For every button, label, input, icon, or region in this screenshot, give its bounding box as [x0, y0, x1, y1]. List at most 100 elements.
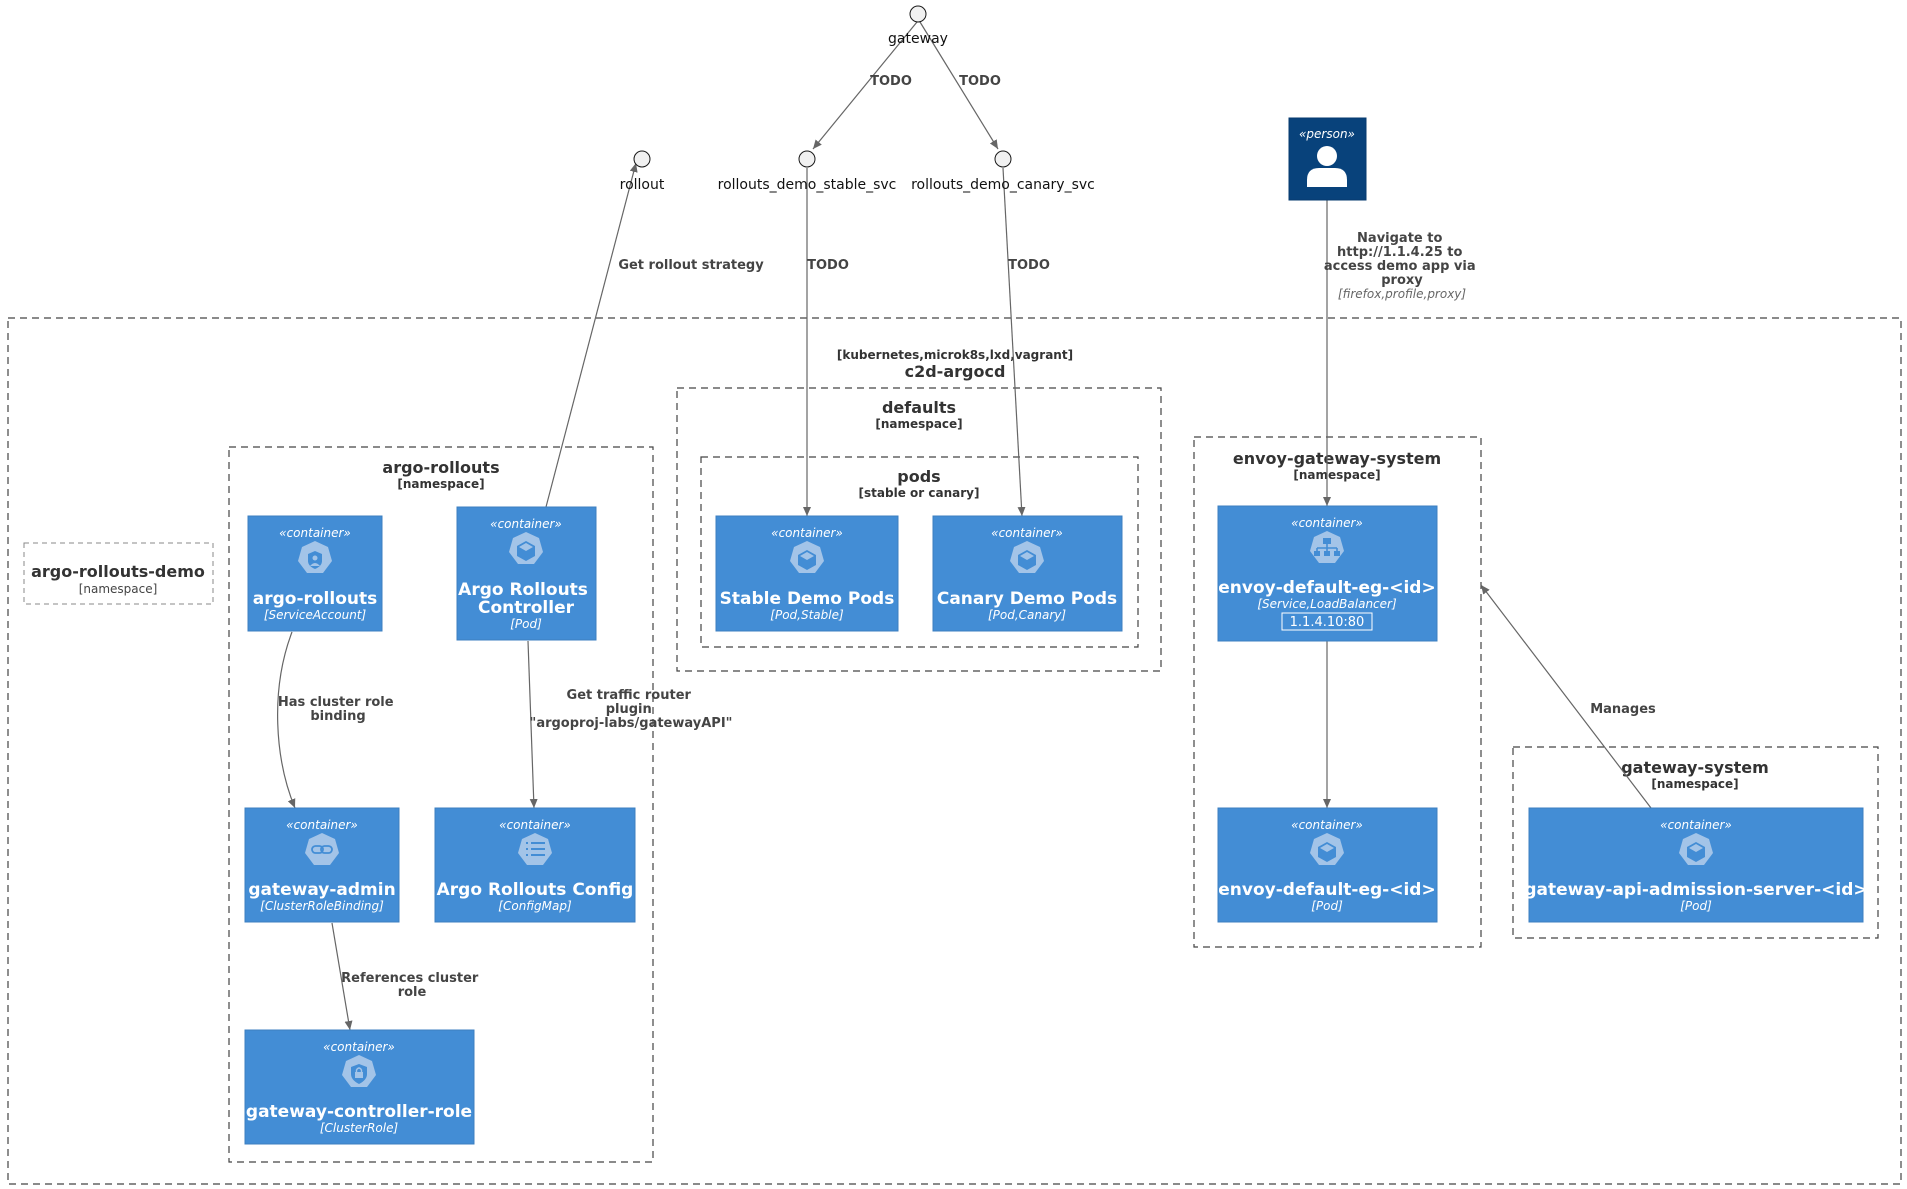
edge-labels: TODO TODO TODO TODO Get rollout strategy…	[278, 74, 1656, 1000]
container-type: [ClusterRole]	[320, 1121, 399, 1135]
container-stereotype: «container»	[1291, 516, 1363, 530]
container-type: [ConfigMap]	[498, 899, 572, 913]
boundary-subtitle: [namespace]	[1651, 777, 1738, 791]
edge-label-traffic-router: Get traffic router plugin "argoproj-labs…	[530, 688, 733, 731]
interface-label: gateway	[888, 31, 948, 47]
container-name: Canary Demo Pods	[937, 589, 1117, 609]
container-type: [Pod]	[1680, 899, 1712, 913]
person-stereotype: «person»	[1299, 127, 1355, 141]
container-name: Stable Demo Pods	[720, 589, 895, 609]
boundary-title: c2d-argocd	[905, 362, 1006, 381]
container-type: [ClusterRoleBinding]	[260, 899, 384, 913]
container-stable-demo-pods[interactable]: «container» Stable Demo Pods [Pod,Stable…	[715, 515, 899, 632]
interface-canary-svc[interactable]: rollouts_demo_canary_svc	[911, 150, 1095, 193]
port-badge	[1281, 612, 1373, 631]
container-stereotype: «container»	[771, 526, 843, 540]
container-argo-rollouts-sa[interactable]: «container» argo-rollouts [ServiceAccoun…	[247, 515, 383, 632]
boundary-c2d-argocd: c2d-argocd [kubernetes,microk8s,lxd,vagr…	[7, 317, 1902, 1185]
edge-label-references-role: References cluster role	[341, 971, 483, 1000]
edge-sa-gateway-admin	[277, 631, 296, 809]
boundary-title: envoy-gateway-system	[1233, 449, 1441, 468]
cube-icon	[790, 541, 824, 573]
cube-icon	[1010, 541, 1044, 573]
boundary-title: gateway-system	[1621, 758, 1769, 777]
interface-label: rollout	[620, 177, 665, 193]
list-icon	[518, 833, 552, 865]
edge-controller-config	[527, 640, 538, 809]
interface-stable-svc[interactable]: rollouts_demo_stable_svc	[718, 150, 897, 193]
edge-controller-rollout	[545, 162, 638, 508]
boundary-subtitle: [stable or canary]	[859, 486, 980, 500]
boundary-subtitle: [namespace]	[397, 477, 484, 491]
person-icon	[1307, 146, 1347, 187]
container-name: envoy-default-eg-<id>	[1218, 880, 1435, 900]
network-tree-icon	[1310, 531, 1344, 563]
container-stereotype: «container»	[1660, 818, 1732, 832]
person-user[interactable]: «person»	[1288, 117, 1367, 201]
container-name: gateway-admin	[248, 880, 395, 900]
boundary-argo-rollouts-demo: argo-rollouts-demo [namespace]	[23, 542, 214, 605]
container-type: [Pod]	[510, 617, 542, 631]
container-gateway-api-admission-server[interactable]: «container» gateway-api-admission-server…	[1524, 807, 1868, 923]
container-stereotype: «container»	[323, 1040, 395, 1054]
port-badge-label: 1.1.4.10:80	[1290, 615, 1365, 630]
link-icon	[305, 833, 339, 865]
edge-label-stable-pods: TODO	[807, 258, 849, 273]
container-stereotype: «container»	[286, 818, 358, 832]
edge-label-gw-canary: TODO	[959, 74, 1001, 89]
cube-icon	[1679, 833, 1713, 865]
edge-label-canary-pods: TODO	[1008, 258, 1050, 273]
container-type: [Pod]	[1311, 899, 1343, 913]
boundary-defaults: defaults [namespace]	[676, 387, 1162, 672]
edge-gateway-stable-svc	[812, 21, 918, 150]
boundary-subtitle: [namespace]	[1293, 468, 1380, 482]
boundary-title: argo-rollouts-demo	[31, 562, 205, 581]
container-stereotype: «container»	[279, 526, 351, 540]
boundary-title: pods	[897, 467, 940, 486]
container-stereotype: «container»	[490, 517, 562, 531]
edge-canary-svc-pods	[1002, 167, 1026, 517]
container-name: gateway-api-admission-server-<id>	[1524, 880, 1867, 900]
interface-gateway[interactable]: gateway	[888, 5, 948, 47]
cube-icon	[509, 532, 543, 564]
boundary-argo-rollouts: argo-rollouts [namespace]	[228, 446, 654, 1163]
container-envoy-pod[interactable]: «container» envoy-default-eg-<id> [Pod]	[1217, 807, 1438, 923]
container-gateway-controller-role[interactable]: «container» gateway-controller-role [Clu…	[244, 1029, 475, 1145]
boundary-subtitle: [namespace]	[79, 582, 158, 596]
edge-label-navigate-tech: [firefox,profile,proxy]	[1338, 287, 1467, 301]
container-envoy-service[interactable]: «container» envoy-default-eg-<id> [Servi…	[1217, 505, 1438, 642]
boundary-envoy-gateway-system: envoy-gateway-system [namespace]	[1193, 436, 1482, 948]
edge-label-rollout-strategy: Get rollout strategy	[618, 258, 764, 273]
interface-circle-icon	[909, 5, 927, 23]
edges	[277, 21, 1652, 1031]
container-type: [Pod,Canary]	[988, 608, 1066, 622]
container-name: envoy-default-eg-<id>	[1218, 578, 1435, 598]
container-name: Argo Rollouts Controller	[458, 580, 594, 618]
cube-icon	[1310, 833, 1344, 865]
edge-label-navigate: Navigate to http://1.1.4.25 to access de…	[1324, 231, 1480, 288]
boundary-subtitle: [namespace]	[875, 417, 962, 431]
lock-icon	[342, 1055, 376, 1087]
interface-circle-icon	[633, 150, 651, 168]
edge-label-cluster-role-binding: Has cluster role binding	[278, 695, 398, 724]
container-argo-rollouts-config[interactable]: «container» Argo Rollouts Config [Config…	[434, 807, 636, 923]
boundary-title: argo-rollouts	[382, 458, 499, 477]
boundary-pods: pods [stable or canary]	[700, 456, 1139, 648]
container-name: argo-rollouts	[253, 589, 378, 609]
container-gateway-admin[interactable]: «container» gateway-admin [ClusterRoleBi…	[244, 807, 400, 923]
boundary-title: defaults	[882, 398, 956, 417]
interface-circle-icon	[994, 150, 1012, 168]
interface-rollout[interactable]: rollout	[620, 150, 665, 193]
container-stereotype: «container»	[991, 526, 1063, 540]
container-stereotype: «container»	[1291, 818, 1363, 832]
container-argo-rollouts-controller[interactable]: «container» Argo Rollouts Controller [Po…	[456, 506, 597, 641]
container-type: [ServiceAccount]	[264, 608, 367, 622]
edge-gateway-canary-svc	[919, 21, 999, 150]
container-type: [Service,LoadBalancer]	[1257, 597, 1397, 611]
edge-admin-role	[331, 922, 353, 1031]
container-canary-demo-pods[interactable]: «container» Canary Demo Pods [Pod,Canary…	[932, 515, 1123, 632]
interface-label: rollouts_demo_canary_svc	[911, 177, 1095, 193]
container-name: gateway-controller-role	[246, 1102, 472, 1122]
container-type: [Pod,Stable]	[770, 608, 844, 622]
